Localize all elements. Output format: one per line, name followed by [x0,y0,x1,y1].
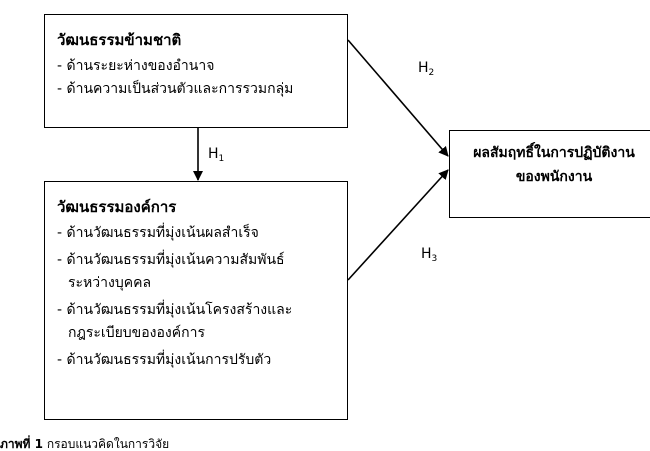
org-culture-item: - ด้านวัฒนธรรมที่มุ่งเน้นการปรับตัว [57,352,272,368]
performance-title-line1: ผลสัมฤทธิ์ในการปฏิบัติงาน [473,145,635,161]
org-culture-box: วัฒนธรรมองค์การ - ด้านวัฒนธรรมที่มุ่งเน้… [44,181,348,420]
cross-culture-title: วัฒนธรรมข้ามชาติ [57,31,182,49]
performance-title-line2: ของพนักงาน [515,169,593,185]
arrow-h2 [347,39,449,157]
org-culture-item: - ด้านวัฒนธรรมที่มุ่งเน้นโครงสร้างและกฎร… [57,302,293,341]
performance-box: ผลสัมฤทธิ์ในการปฏิบัติงาน ของพนักงาน [449,130,650,218]
org-culture-list: - ด้านวัฒนธรรมที่มุ่งเน้นผลสำเร็จ - ด้าน… [57,222,337,372]
arrow-h3 [347,169,449,281]
hypothesis-h1-label: H1 [208,146,225,164]
org-culture-item: - ด้านวัฒนธรรมที่มุ่งเน้นความสัมพันธ์ระห… [57,252,285,291]
hypothesis-h3-label: H3 [421,246,438,264]
cross-culture-item: - ด้านระยะห่างของอำนาจ [57,58,215,74]
hypothesis-h2-label: H2 [418,60,435,78]
cross-culture-box: วัฒนธรรมข้ามชาติ - ด้านระยะห่างของอำนาจ … [44,14,348,128]
org-culture-title: วัฒนธรรมองค์การ [57,198,177,216]
figure-caption-text: กรอบแนวคิดในการวิจัย [43,437,170,451]
figure-caption: ภาพที่ 1 กรอบแนวคิดในการวิจัย [0,437,169,451]
org-culture-item: - ด้านวัฒนธรรมที่มุ่งเน้นผลสำเร็จ [57,225,259,241]
cross-culture-list: - ด้านระยะห่างของอำนาจ - ด้านความเป็นส่ว… [57,55,337,101]
figure-caption-label: ภาพที่ 1 [0,437,43,451]
cross-culture-item: - ด้านความเป็นส่วนตัวและการรวมกลุ่ม [57,81,294,97]
